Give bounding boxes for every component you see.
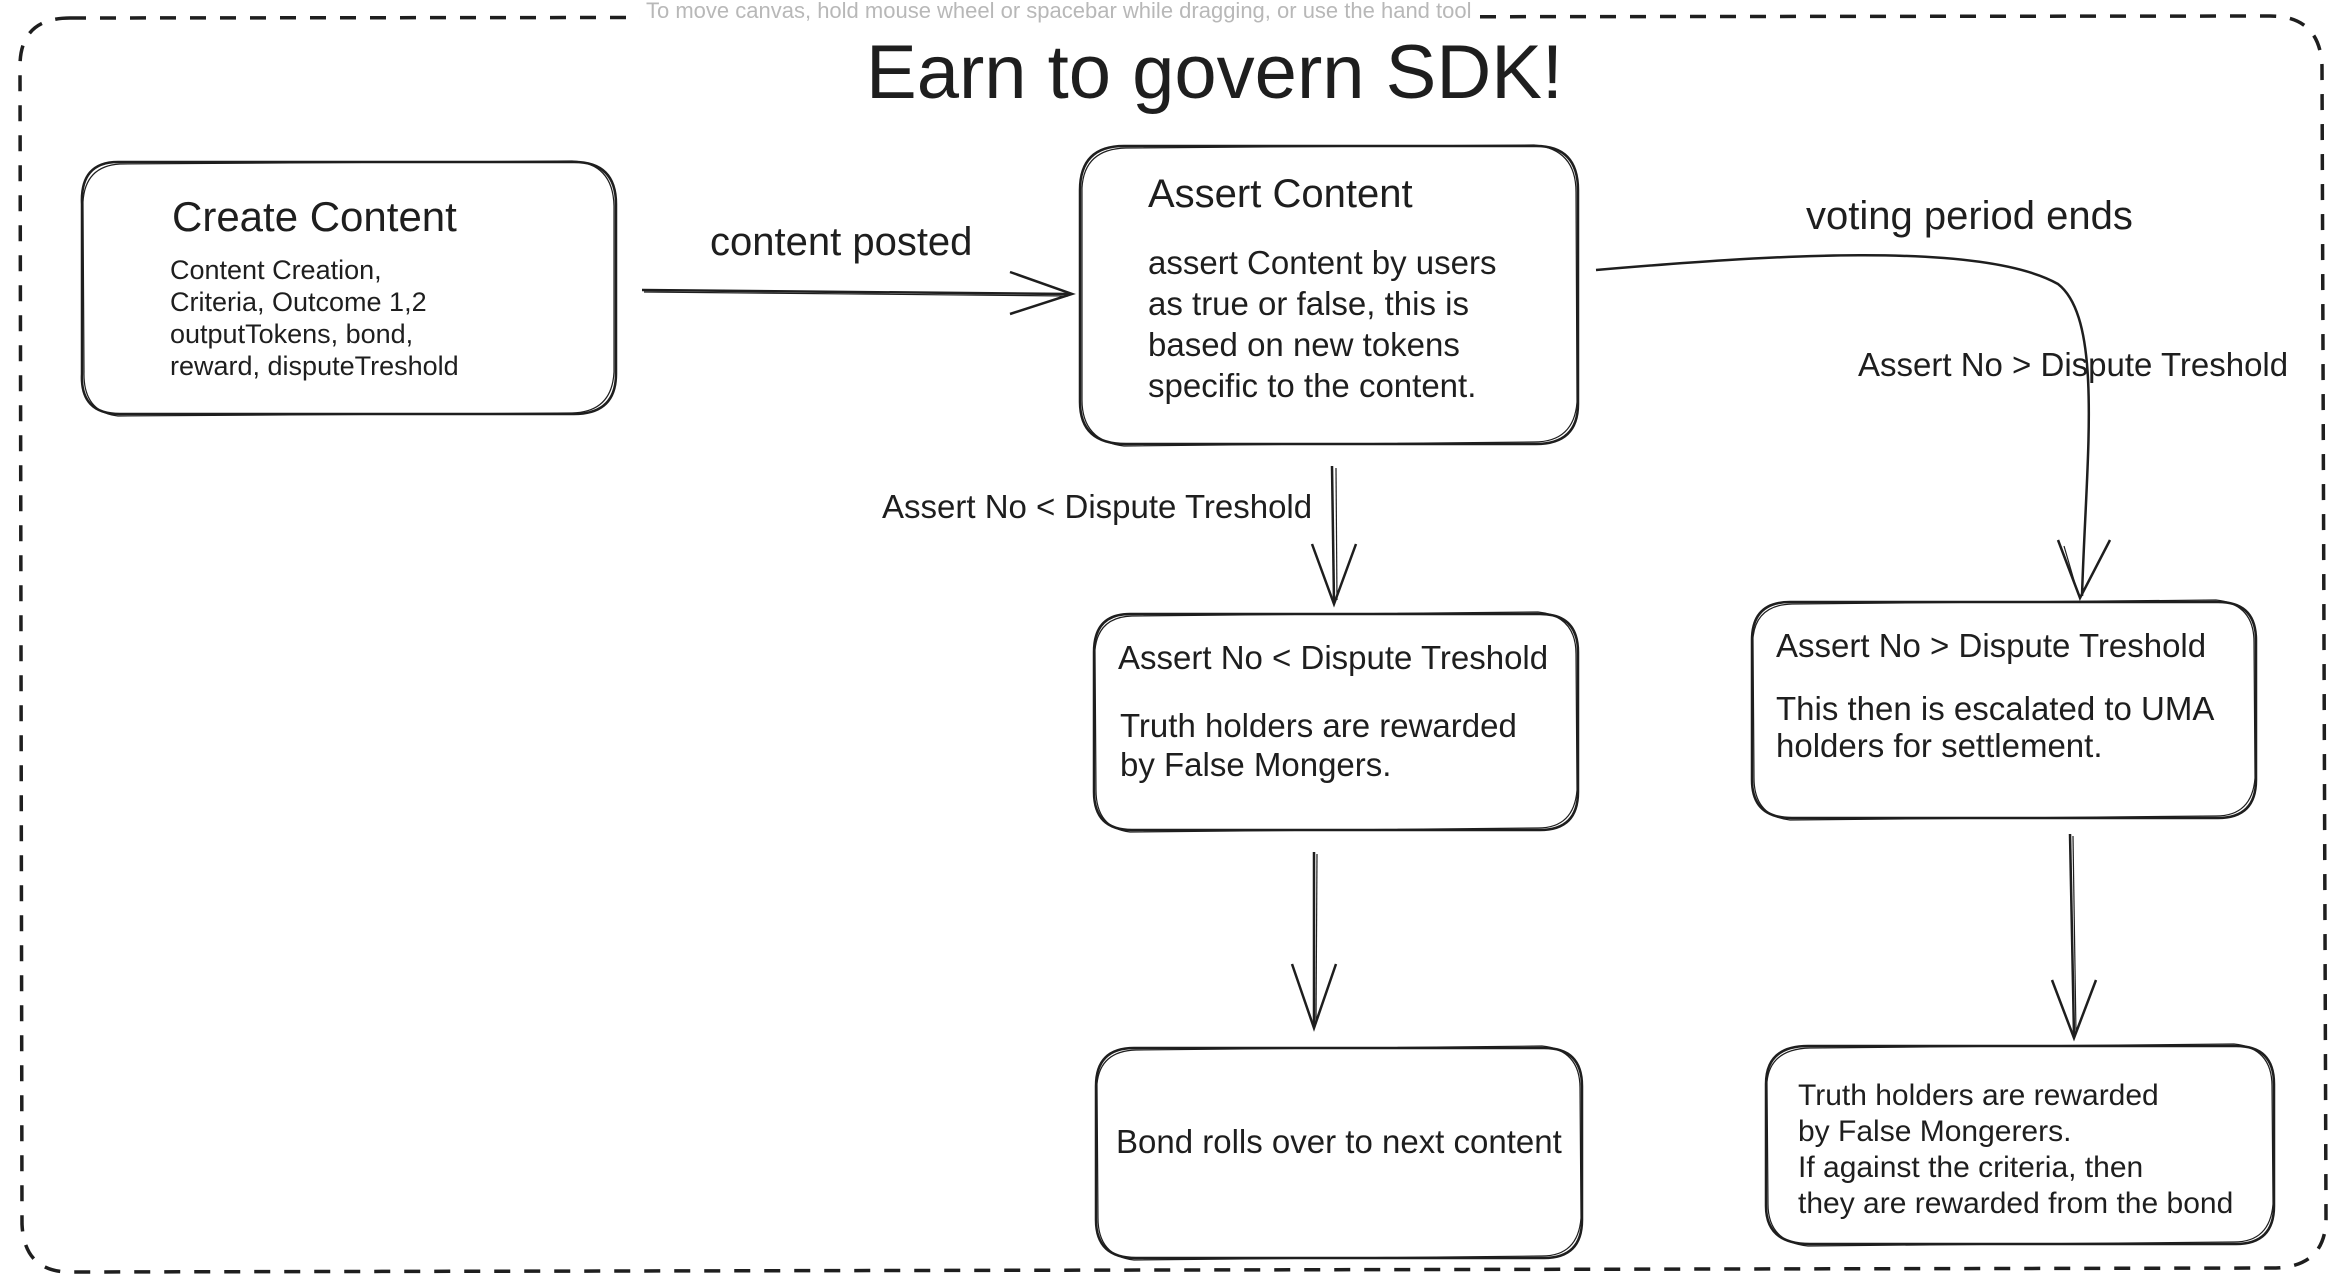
truth-rewarded-box-outline: [1764, 1044, 2276, 1246]
assert-below-box-outline: [1092, 612, 1580, 832]
assert-content-heading: Assert Content: [1148, 172, 1413, 216]
create-content-heading: Create Content: [172, 193, 457, 240]
edge-label-above-threshold: Assert No > Dispute Treshold: [1858, 346, 2289, 383]
assert-above-heading: Assert No > Dispute Treshold: [1776, 627, 2207, 664]
assert-content-body: assert Content by users as true or false…: [1148, 244, 1497, 404]
outer-frame: [18, 14, 2328, 1274]
edge-label-below-threshold: Assert No < Dispute Treshold: [882, 488, 1313, 525]
assert-below-body: Truth holders are rewarded by False Mong…: [1120, 707, 1517, 783]
arrow-content-posted: [641, 288, 1071, 296]
assert-above-body: This then is escalated to UMA holders fo…: [1776, 690, 2215, 764]
arrow-below-threshold: [1330, 465, 1336, 603]
bond-rolls-box-outline: [1094, 1046, 1584, 1260]
assert-below-heading: Assert No < Dispute Treshold: [1118, 639, 1549, 676]
canvas-navigation-hint: To move canvas, hold mouse wheel or spac…: [640, 0, 1478, 22]
bond-rolls-body: Bond rolls over to next content: [1116, 1123, 1562, 1160]
assert-content-box-outline: [1078, 144, 1580, 446]
create-content-body: Content Creation, Criteria, Outcome 1,2 …: [170, 255, 459, 381]
arrow-to-truth-rewarded: [2068, 833, 2076, 1037]
truth-rewarded-body: Truth holders are rewarded by False Mong…: [1798, 1079, 2234, 1220]
edge-label-voting-period-ends: voting period ends: [1806, 194, 2133, 238]
create-content-box-outline: [80, 160, 618, 416]
arrow-voting-period-ends: [1595, 254, 2091, 597]
edge-label-content-posted: content posted: [710, 220, 973, 264]
diagram-title: Earn to govern SDK!: [866, 30, 1564, 115]
assert-above-box-outline: [1750, 600, 2258, 820]
